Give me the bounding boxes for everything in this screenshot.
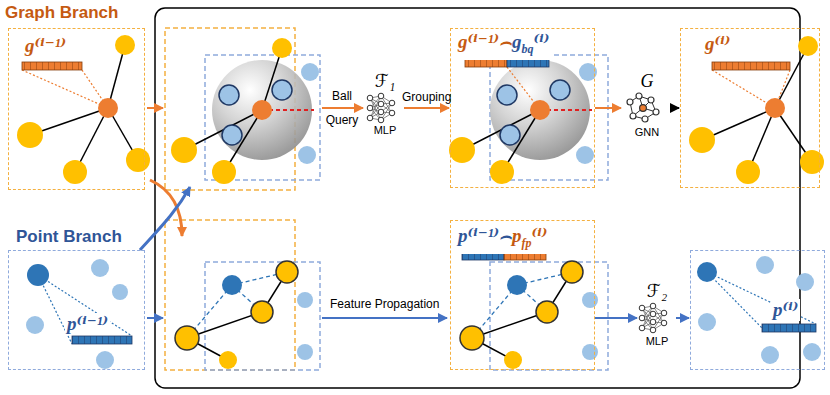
point-output-panel: p⁽ⁱ⁾: [690, 250, 825, 370]
block-label: GNN: [622, 126, 672, 139]
flow-arrow: [595, 317, 637, 319]
propagated-point-panel: p⁽ⁱ⁻¹⁾⌢pfp⁽ⁱ⁾: [450, 220, 595, 370]
formula-part: p⁽ⁱ⁻¹⁾⌢: [458, 225, 512, 246]
branch-heading: Point Branch: [16, 227, 122, 247]
edge-label: Grouping: [402, 90, 451, 105]
subscript: bq: [522, 42, 534, 56]
formula-part: ⁽ⁱ⁾: [534, 31, 550, 52]
operation-label: Feature Propagation: [330, 296, 439, 312]
function-symbol: G: [622, 70, 672, 92]
formula-part: g: [512, 31, 522, 52]
grouped-graph-panel: g⁽ⁱ⁻¹⁾⌢gbq⁽ⁱ⁾: [450, 28, 595, 188]
point-input-panel: Point Branchp⁽ⁱ⁻¹⁾: [8, 250, 145, 370]
formula-part: ⁽ⁱ⁾: [532, 225, 548, 246]
formula: p⁽ⁱ⁻¹⁾⌢pfp⁽ⁱ⁾: [456, 225, 549, 254]
block-label: MLP: [638, 335, 676, 348]
subscript: fp: [522, 236, 532, 250]
graph-output-panel: g⁽ⁱ⁾: [680, 28, 820, 188]
formula: g⁽ⁱ⁻¹⁾⌢gbq⁽ⁱ⁾: [456, 31, 551, 60]
mlp-block: ℱ₁ MLP: [366, 70, 404, 146]
feature-symbol: g⁽ⁱ⁻¹⁾: [23, 35, 68, 57]
flow-arrow: [404, 107, 449, 109]
mlp-block: ℱ₂ MLP: [638, 280, 676, 356]
formula-part: g⁽ⁱ⁻¹⁾⌢: [458, 31, 512, 52]
feature-symbol: p⁽ⁱ⁾: [771, 299, 800, 321]
branch-heading: Graph Branch: [5, 3, 118, 23]
formula-part: p: [512, 225, 522, 246]
feature-symbol: g⁽ⁱ⁾: [703, 33, 732, 55]
function-symbol: ℱ₂: [638, 280, 676, 302]
operation-label: Ball Query: [320, 84, 364, 132]
graph-input-panel: Graph Branchg⁽ⁱ⁻¹⁾: [8, 28, 145, 190]
flow-arrow: [672, 107, 679, 109]
function-symbol: ℱ₁: [366, 70, 404, 92]
block-label: MLP: [366, 124, 404, 137]
feature-symbol: p⁽ⁱ⁻¹⁾: [65, 313, 110, 335]
flow-arrow: [595, 107, 621, 109]
flow-arrow: [676, 317, 689, 319]
gnn-block: G GNN: [622, 70, 672, 146]
